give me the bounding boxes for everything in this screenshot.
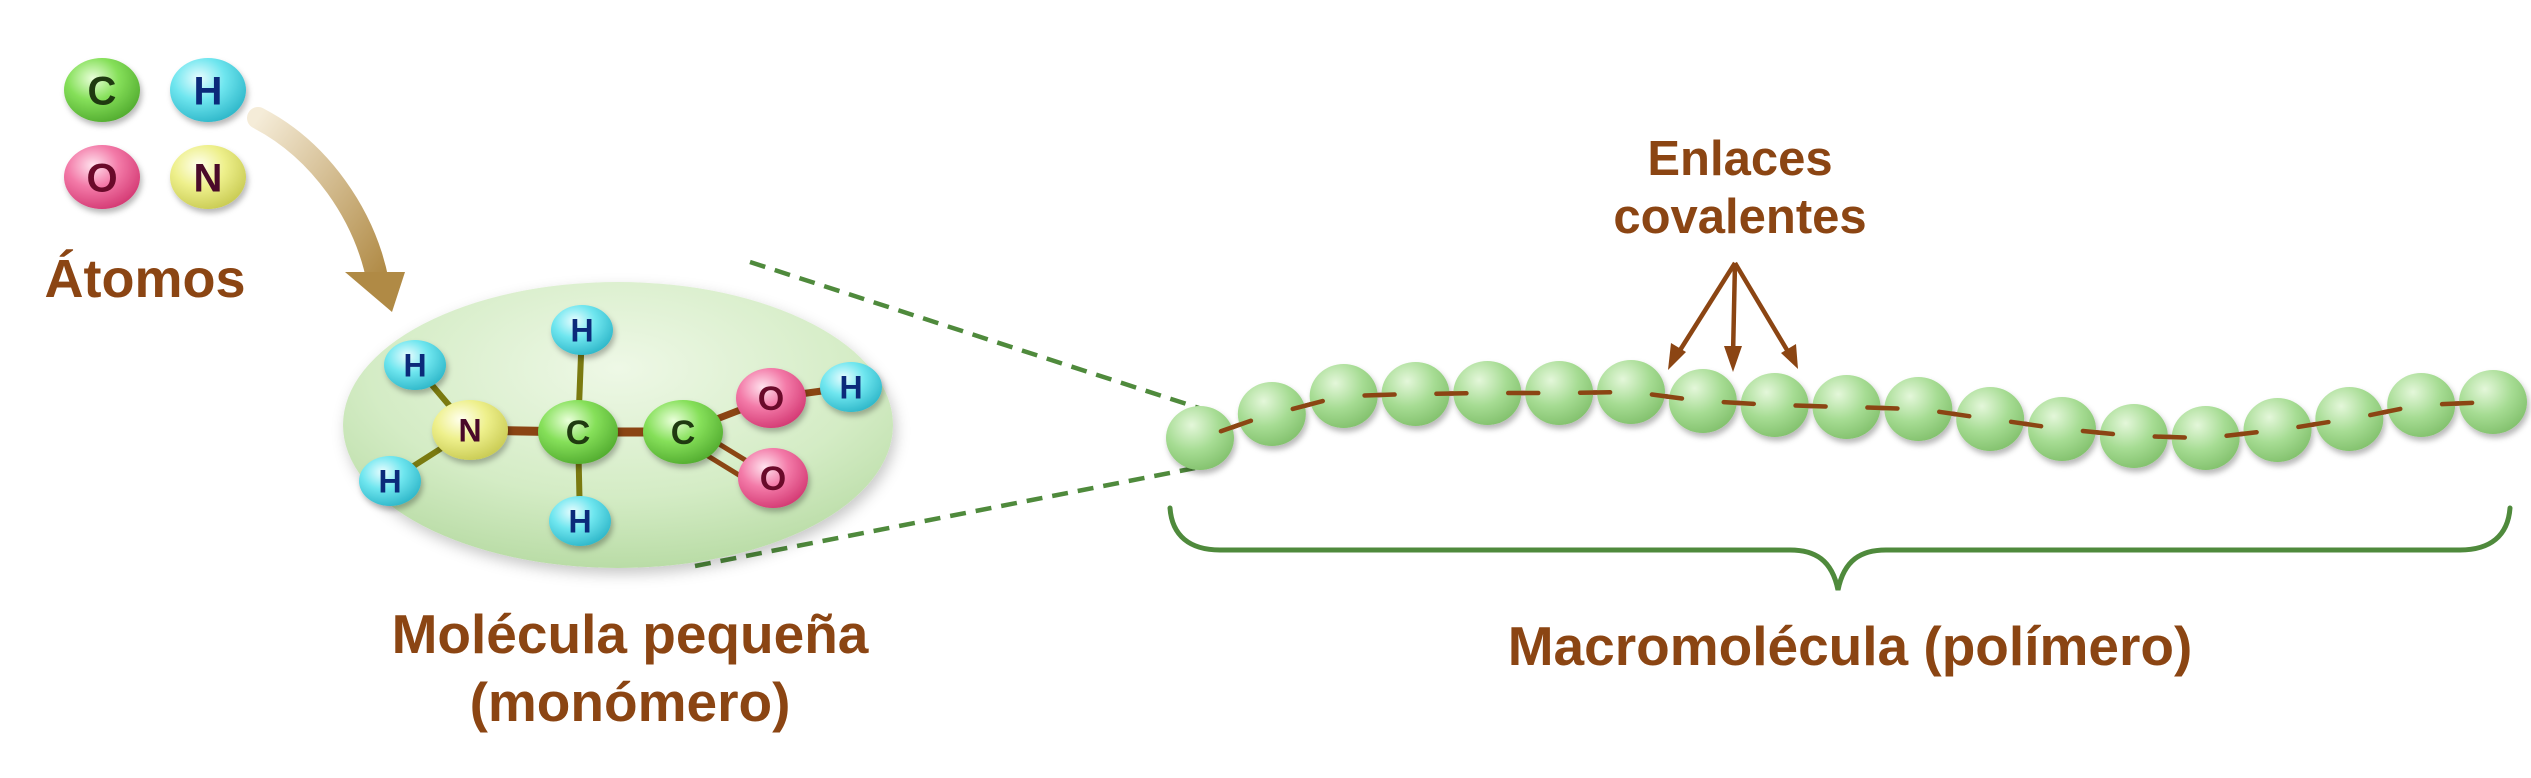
polymer-bond-dash-9 [1796, 406, 1826, 407]
polymer-bond-dash-8 [1724, 402, 1754, 404]
monomer-label-line2: (monómero) [330, 668, 930, 736]
legend-atom-c-symbol: C [88, 69, 117, 113]
polymer-bond-dash-14 [2155, 437, 2185, 438]
legend-atom-c: C [64, 58, 140, 122]
legend-atom-h: H [170, 58, 246, 122]
polymer-bond-dash-3 [1365, 395, 1395, 396]
atom-o-double: O [738, 448, 808, 508]
legend-atom-n: N [170, 145, 246, 209]
legend-atom-h-symbol: H [194, 69, 223, 113]
atom-h-bottom-symbol: H [568, 504, 591, 540]
atom-h-n-bottom-symbol: H [378, 464, 401, 500]
polymer-label: Macromolécula (polímero) [1400, 615, 2300, 678]
polymer-monomer-bead-17 [2315, 387, 2383, 451]
bond-pointer-arrowheads [1668, 343, 1798, 372]
atom-n: N [432, 400, 508, 460]
polymer-monomer-bead-2 [1238, 382, 1306, 446]
atom-h-hydroxyl: H [820, 362, 882, 412]
legend-atom-n-symbol: N [194, 156, 223, 200]
atom-c1-symbol: C [566, 414, 591, 452]
atom-n-symbol: N [458, 413, 481, 449]
atom-h-n-top: H [384, 340, 446, 390]
monomer-label-line1: Molécula pequeña [330, 600, 930, 668]
covalent-bonds-label: Enlaces covalentes [1540, 130, 1940, 246]
arrow-atoms-to-monomer [258, 118, 378, 282]
atom-o-double-symbol: O [760, 460, 786, 498]
legend-atom-o: O [64, 145, 140, 209]
atom-c1: C [538, 400, 618, 464]
atom-c2-symbol: C [671, 414, 696, 452]
atom-h-top: H [551, 305, 613, 355]
legend-atom-o-symbol: O [86, 156, 117, 200]
polymer-chain [1166, 360, 2527, 470]
atom-h-top-symbol: H [570, 313, 593, 349]
atom-c2: C [643, 400, 723, 464]
polymer-monomer-bead-16 [2244, 398, 2312, 462]
polymer-brace [1170, 508, 2510, 590]
atom-o-hydroxyl: O [736, 368, 806, 428]
covalent-bonds-line1: Enlaces [1540, 130, 1940, 188]
monomer-ellipse [343, 282, 893, 568]
covalent-bonds-line2: covalentes [1540, 188, 1940, 246]
monomer-label: Molécula pequeña (monómero) [330, 600, 930, 736]
polymer-bond-dash-13 [2083, 431, 2113, 434]
polymer-bond-dash-10 [1867, 408, 1897, 409]
atoms-legend: C H O N [64, 58, 246, 209]
atom-h-hydroxyl-symbol: H [839, 370, 862, 406]
bond-pointer-arrows [1677, 263, 1790, 355]
atom-o-hydroxyl-symbol: O [758, 380, 784, 418]
arrow-head [345, 272, 405, 312]
atoms-title: Átomos [30, 248, 260, 310]
polymer-monomer-bead-1 [1166, 406, 1234, 470]
atom-h-n-bottom: H [359, 456, 421, 506]
polymer-bond-dash-18 [2442, 403, 2472, 404]
atom-h-n-top-symbol: H [403, 348, 426, 384]
atom-h-bottom: H [549, 496, 611, 546]
polymer-monomer-bead-12 [1956, 387, 2024, 451]
